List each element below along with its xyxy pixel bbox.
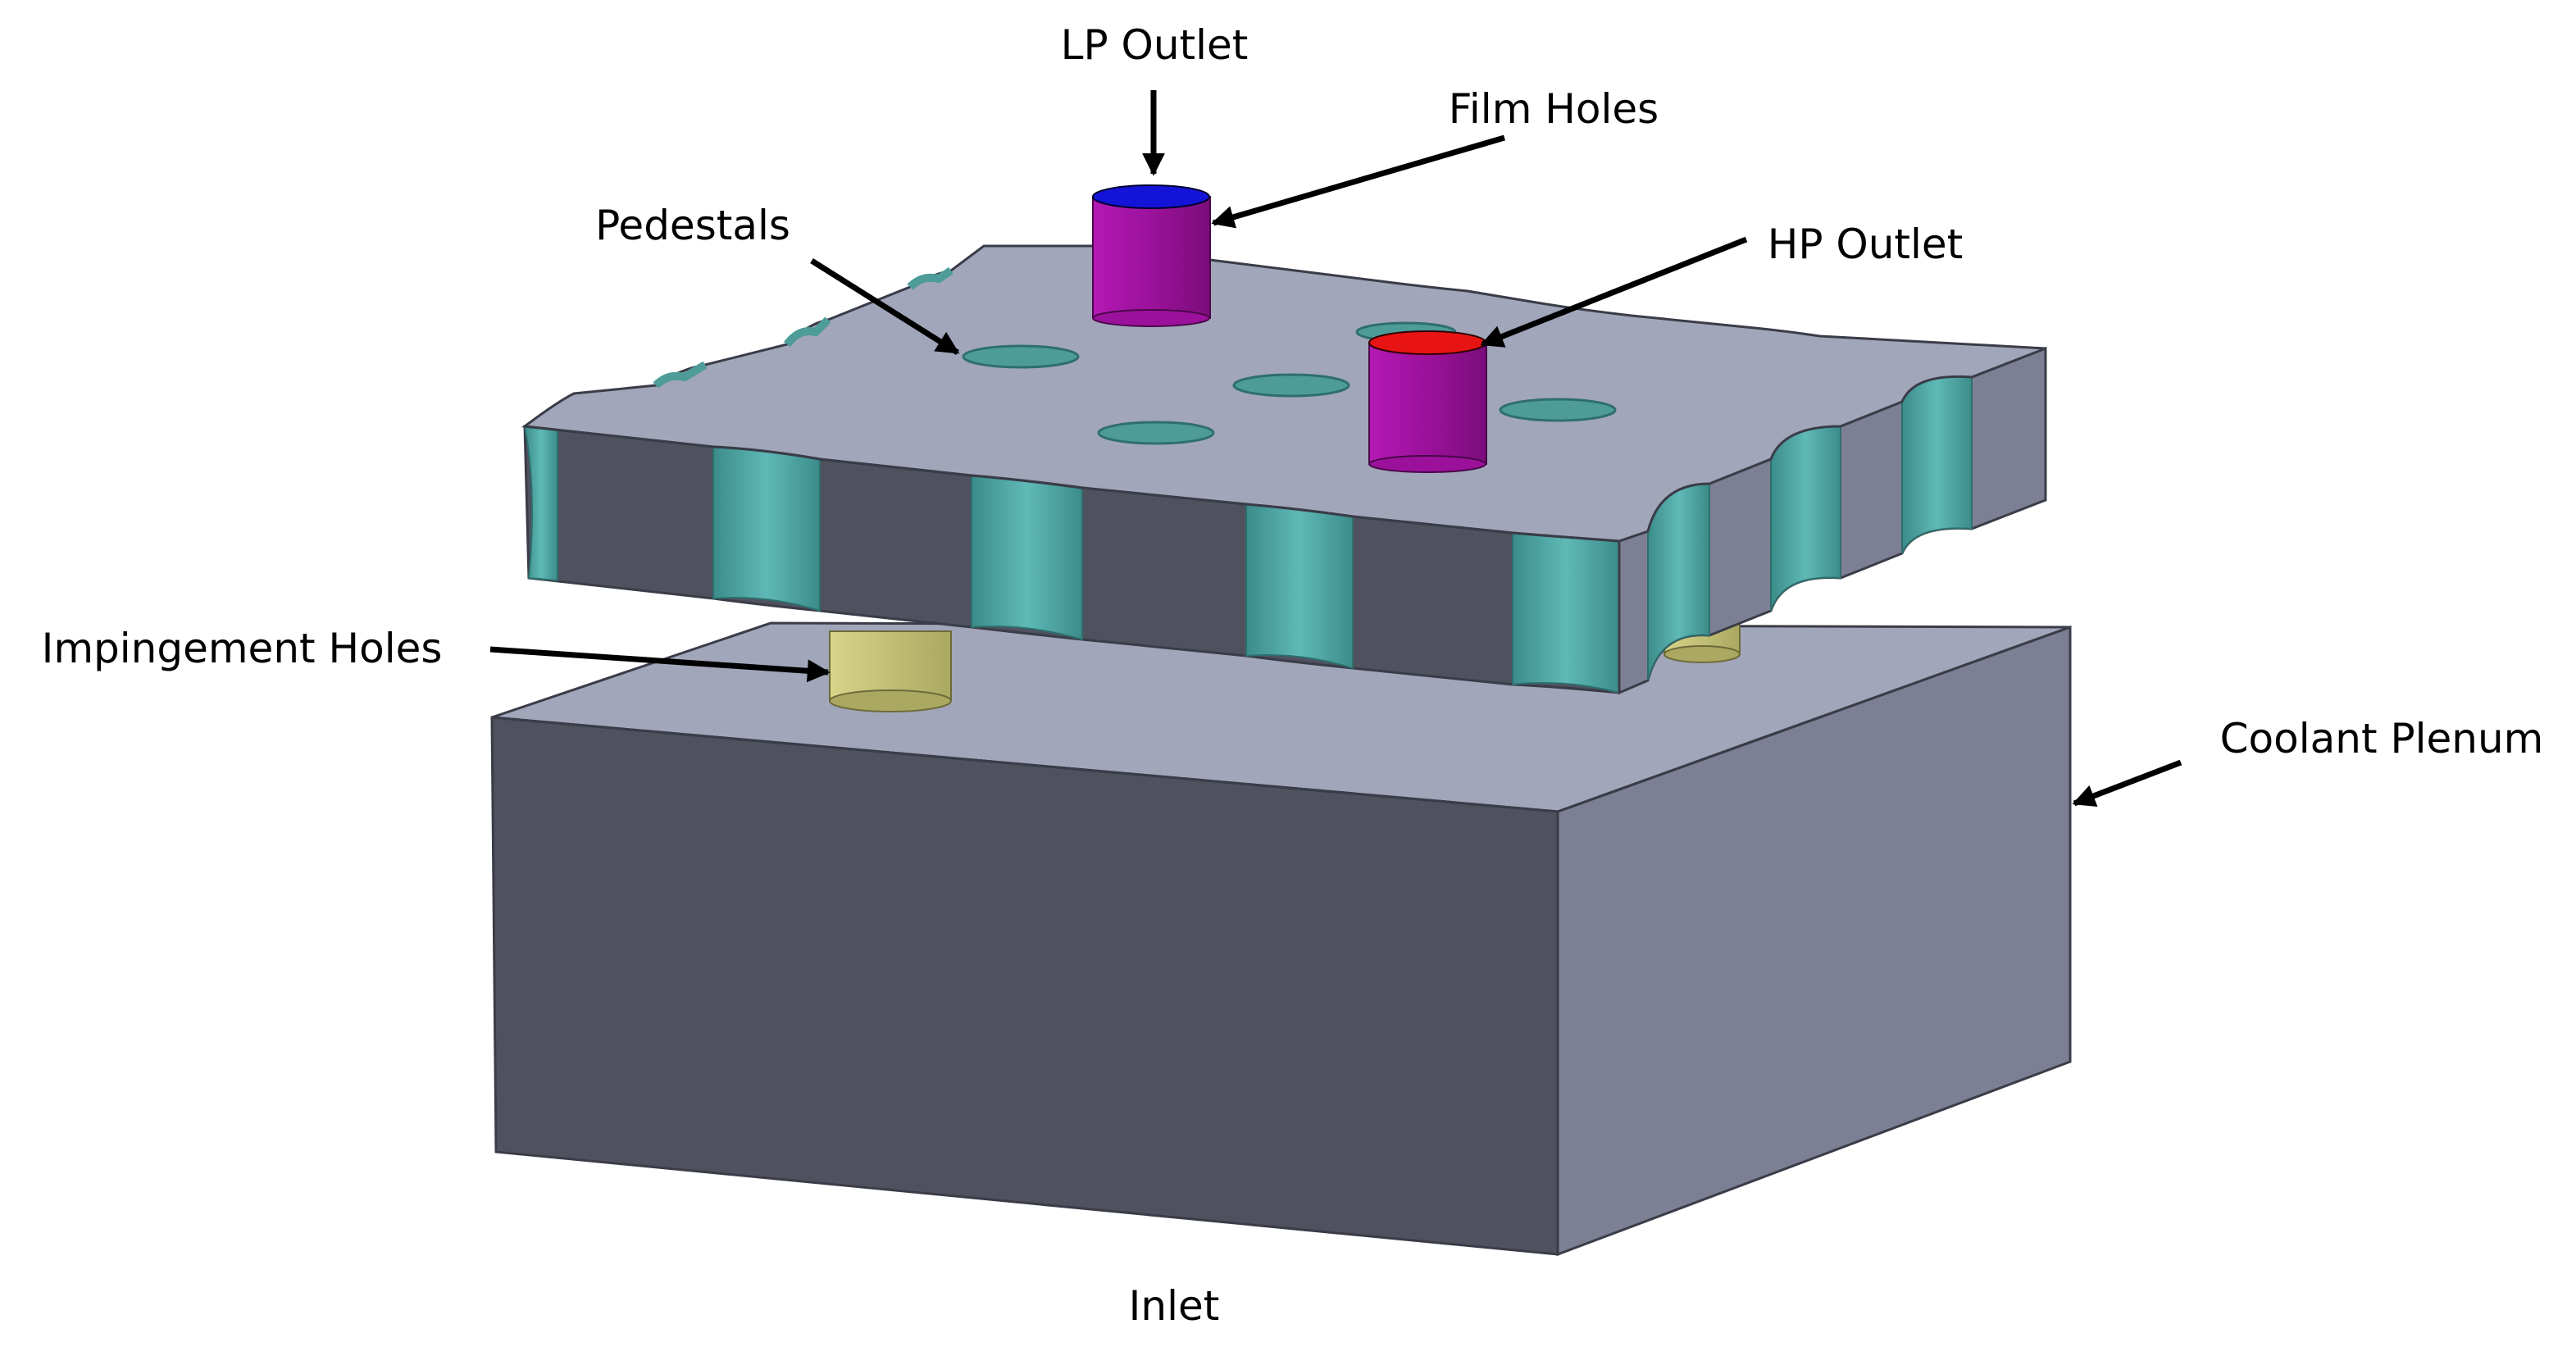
pedestals-arrow xyxy=(810,258,960,355)
pedestal-holes xyxy=(962,321,1617,445)
pedestal-hole xyxy=(1097,421,1215,445)
hp-outlet-cylinder xyxy=(1368,330,1487,473)
hp-outlet-arrow xyxy=(1480,236,1748,348)
pedestal-hole xyxy=(1499,398,1617,422)
labels: LP Outlet Film Holes Pedestals HP Outlet… xyxy=(42,21,2544,1330)
leader-arrows xyxy=(489,90,2182,808)
back-scallops xyxy=(653,266,953,389)
film-holes-arrow xyxy=(1211,134,1505,229)
coolant-plenum-label: Coolant Plenum xyxy=(2220,715,2544,762)
pedestal-hole xyxy=(962,344,1080,369)
pedestal-hole xyxy=(1232,373,1350,398)
side-scallops xyxy=(1647,375,1973,681)
inlet-label: Inlet xyxy=(1129,1282,1220,1330)
coolant-plenum-arrow xyxy=(2072,759,2182,808)
impingement-hole-stubs xyxy=(829,622,1741,712)
impingement-holes-label: Impingement Holes xyxy=(42,625,443,672)
hp-outlet-label: HP Outlet xyxy=(1768,221,1964,268)
film-holes-label: Film Holes xyxy=(1449,85,1659,133)
coolant-plenum-block xyxy=(490,621,2072,1257)
impingement-holes-arrow xyxy=(489,646,831,683)
hp-outlet-cap xyxy=(1368,330,1486,355)
lp-outlet-label: LP Outlet xyxy=(1061,21,1249,69)
pedestals-label: Pedestals xyxy=(595,202,790,249)
lp-outlet-cylinder xyxy=(1092,184,1211,327)
lp-outlet-cap xyxy=(1092,184,1210,209)
